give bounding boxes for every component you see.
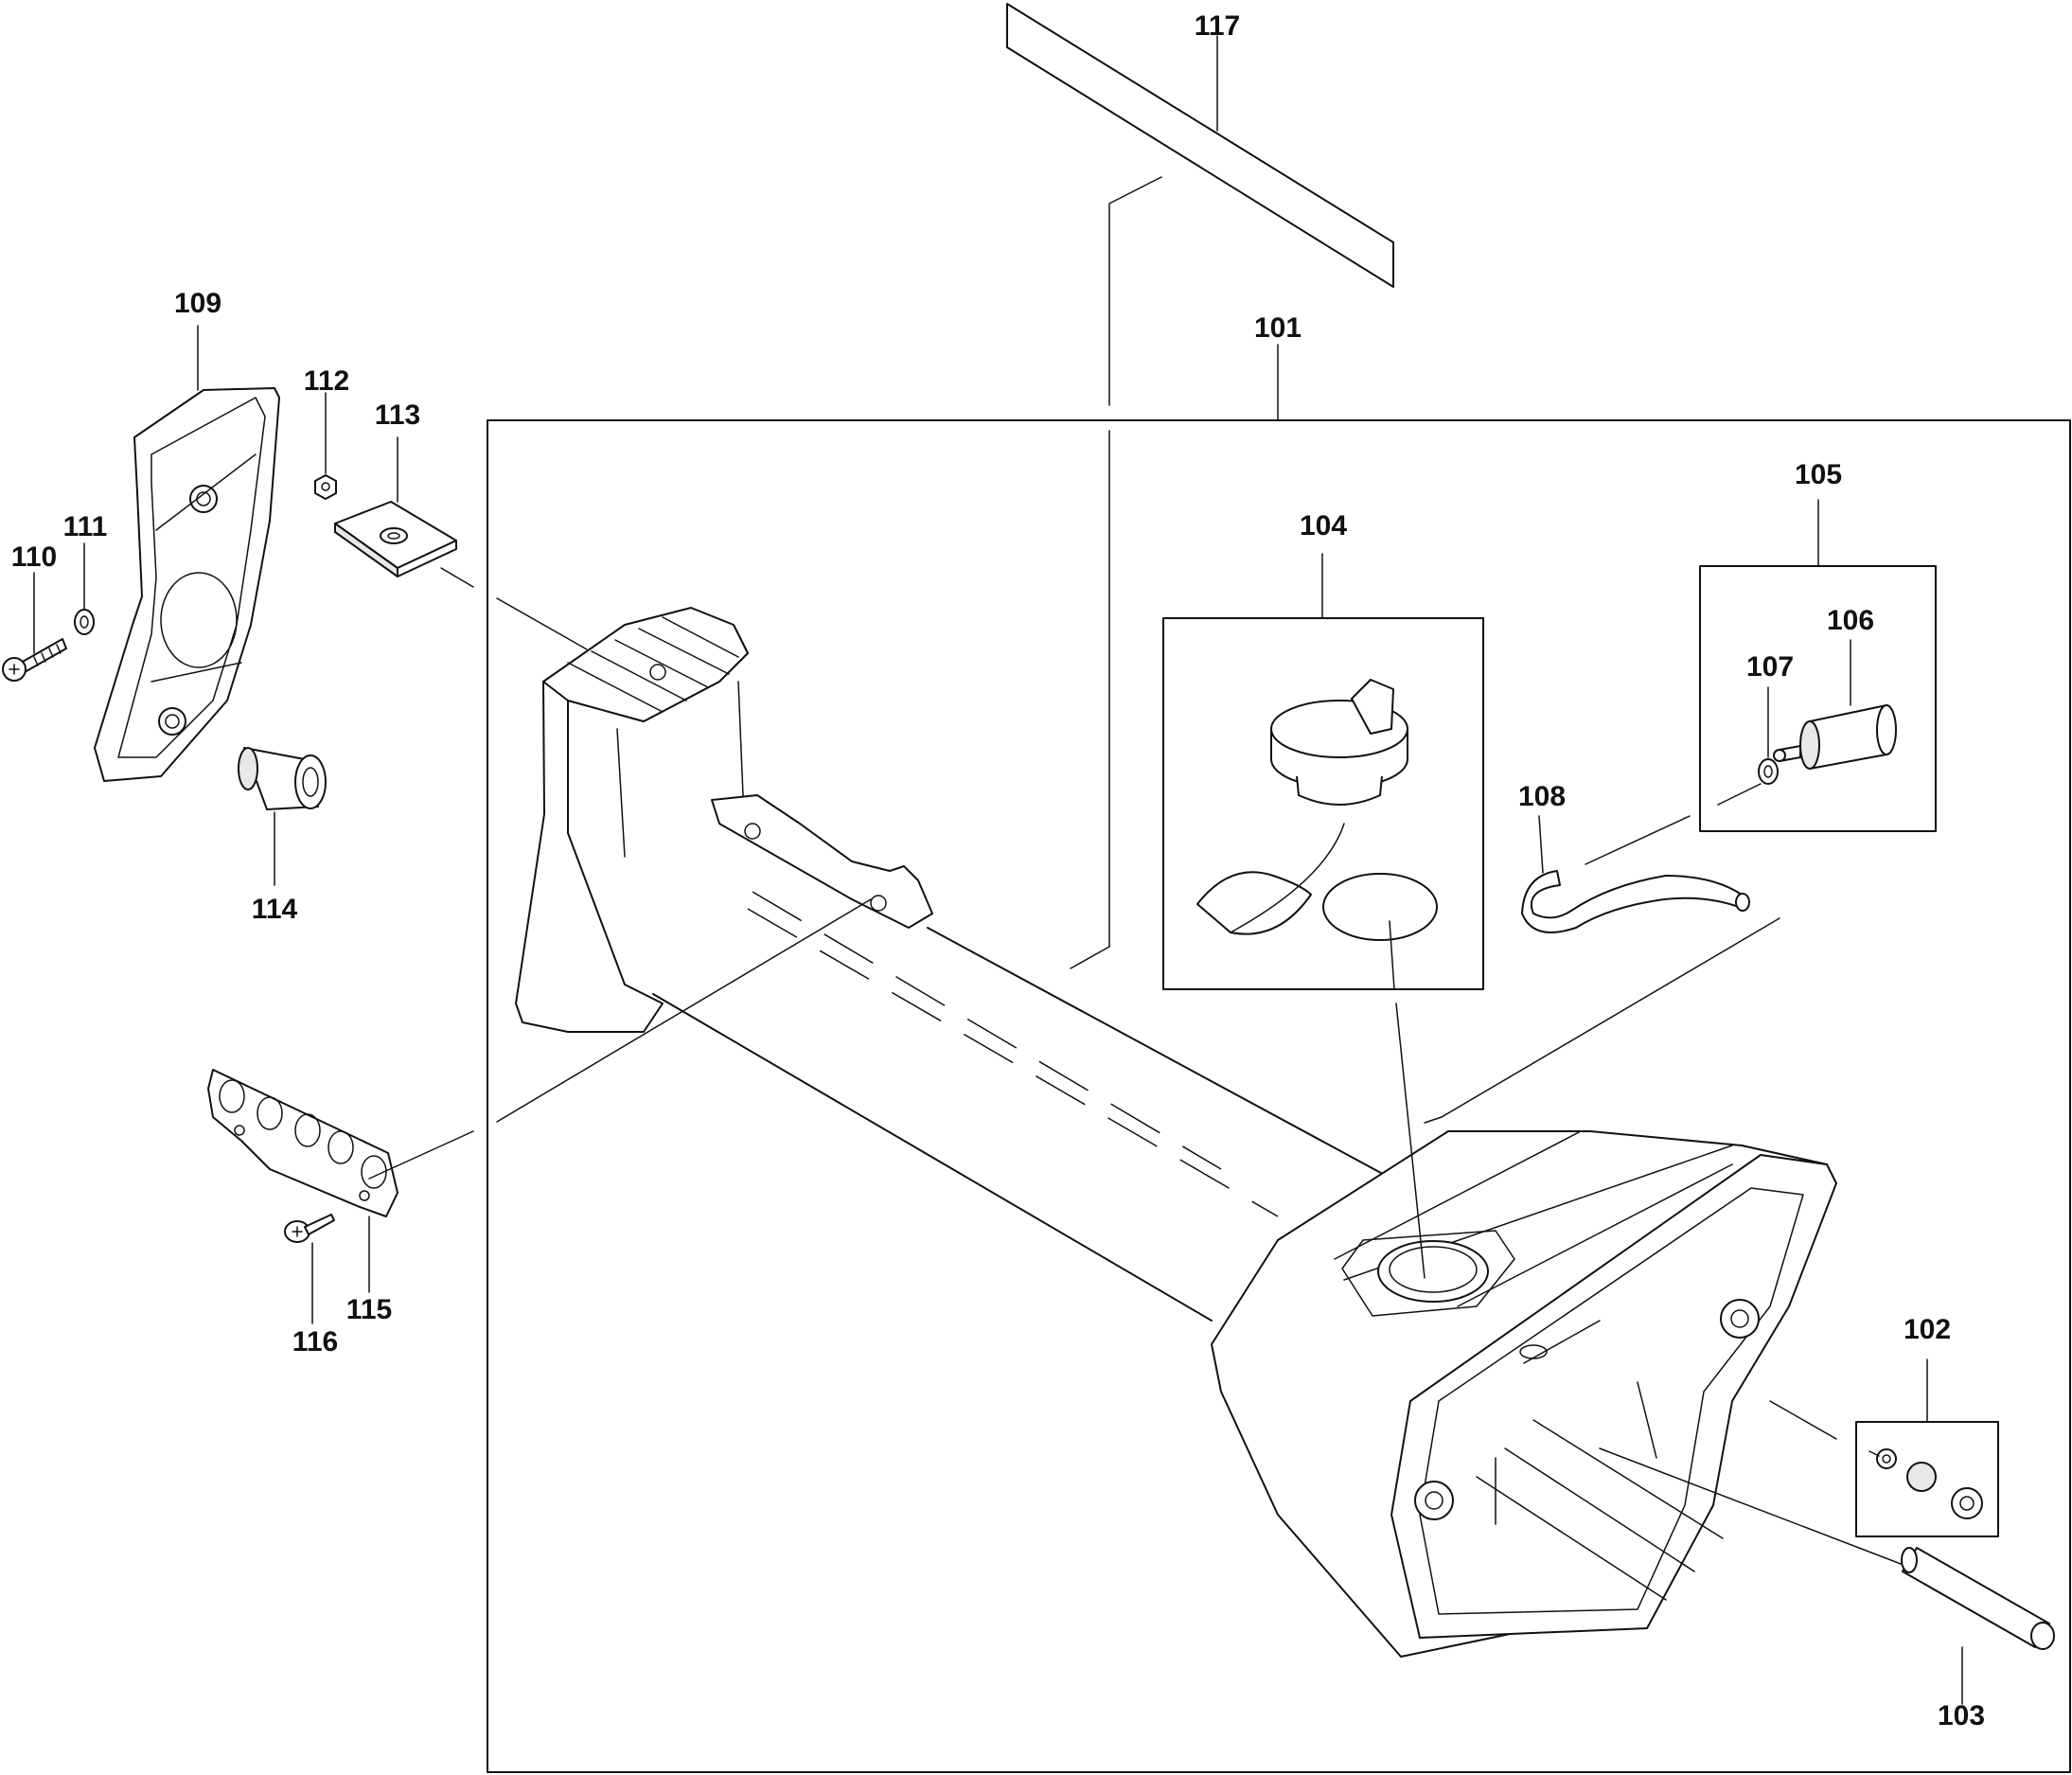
label-107: 107 <box>1746 651 1794 683</box>
label-116: 116 <box>292 1326 338 1358</box>
label-101: 101 <box>1254 312 1302 344</box>
plate-nut-113 <box>334 501 457 577</box>
pin-103 <box>1901 1547 2055 1650</box>
label-117: 117 <box>1195 10 1240 42</box>
clip-107 <box>1758 758 1779 785</box>
label-102: 102 <box>1904 1314 1951 1345</box>
label-111: 111 <box>63 511 108 542</box>
rear-cover-109 <box>94 387 280 782</box>
label-114: 114 <box>252 894 298 925</box>
grommet-114 <box>238 747 327 810</box>
sticker-117 <box>1006 3 1394 288</box>
label-113: 113 <box>375 399 420 431</box>
label-108: 108 <box>1518 781 1566 812</box>
label-103: 103 <box>1938 1700 1985 1731</box>
nut-112 <box>314 474 337 500</box>
guard-plate-115 <box>207 1069 398 1217</box>
leader-lines <box>33 35 1963 1705</box>
fuel-filter-106 <box>1773 704 1897 770</box>
label-110: 110 <box>11 541 57 573</box>
label-106: 106 <box>1827 605 1874 636</box>
tank-housing-101 <box>515 607 1837 1658</box>
screw-116 <box>284 1214 335 1243</box>
screw-110 <box>2 638 67 682</box>
fuel-cap-set-104 <box>1162 617 1484 990</box>
label-115: 115 <box>346 1294 392 1325</box>
damper-set-102 <box>1855 1421 1999 1537</box>
label-105: 105 <box>1795 459 1842 490</box>
assembly-frame-101 <box>487 419 2071 1773</box>
washer-111 <box>74 609 95 635</box>
label-112: 112 <box>304 365 349 397</box>
fuel-pipe-108 <box>1521 870 1750 933</box>
fuel-filter-set-105 <box>1699 565 1937 832</box>
label-104: 104 <box>1300 510 1347 541</box>
label-109: 109 <box>174 288 221 319</box>
